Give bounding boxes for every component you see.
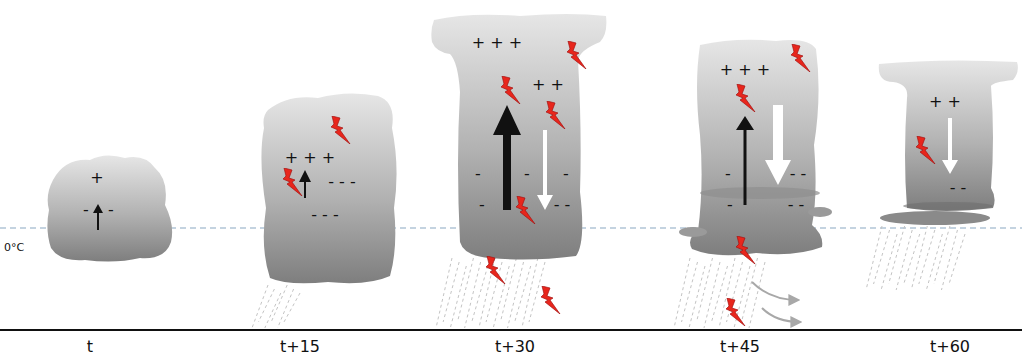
negative-charge: - <box>524 164 530 183</box>
cloud-shape <box>690 40 822 256</box>
lightning-bolt <box>726 298 745 326</box>
rain-streak <box>889 226 905 284</box>
storm-cloud: + + + + + - - - - - - <box>430 12 610 260</box>
lightning-bolt <box>916 136 935 164</box>
lightning-bolt <box>331 116 350 144</box>
rain-streak <box>472 266 488 322</box>
time-label: t+30 <box>495 337 535 356</box>
lightning-bolt <box>791 44 810 72</box>
time-axis-line <box>0 329 1022 331</box>
updraft-arrow <box>493 105 521 210</box>
positive-charge: + + + <box>472 33 522 52</box>
negative-charge: - <box>108 200 114 219</box>
lightning-bolt <box>736 84 755 112</box>
storm-cloud: + + + - - - - - - <box>258 88 400 288</box>
negative-charge: - <box>725 164 731 183</box>
rain-streak <box>457 258 473 322</box>
cloud-shape <box>47 155 172 261</box>
updraft-arrow <box>93 204 103 230</box>
negative-charge: - - <box>950 178 967 197</box>
rain-streak <box>742 258 758 322</box>
cloud-fragment <box>679 227 707 237</box>
rain-streak <box>697 258 713 322</box>
time-label: t+60 <box>930 337 970 356</box>
storm-cloud: +-- <box>45 150 177 265</box>
rain-streak <box>719 258 735 328</box>
cloud-shape <box>879 60 1018 211</box>
rain-streak <box>749 262 765 328</box>
downdraft-arrow <box>942 118 958 174</box>
cloud-fragment <box>700 187 820 199</box>
positive-charge: + + <box>929 92 961 111</box>
cloud-fragment <box>880 211 990 225</box>
rain-streak <box>866 226 882 290</box>
cloud-fragment <box>903 202 993 210</box>
rain-streak <box>271 285 287 322</box>
storm-cloud: + + +-- --- - <box>686 35 826 260</box>
rain-streak <box>674 258 690 328</box>
lightning-bolt <box>541 286 560 314</box>
negative-charge: - - <box>790 164 807 183</box>
rain-streak <box>515 266 531 322</box>
negative-charge: - <box>563 164 569 183</box>
rain-streak <box>522 258 538 328</box>
cloud-fragment <box>808 207 832 217</box>
rain-streak <box>258 289 274 322</box>
lightning-bolt <box>567 41 586 69</box>
outflow-arrow <box>752 282 798 300</box>
rain-streak <box>500 258 516 322</box>
negative-charge: - <box>475 164 481 183</box>
rain-streak <box>949 234 965 284</box>
rain-streak <box>436 258 452 328</box>
lightning-bolt <box>516 196 535 224</box>
downdraft-arrow <box>537 130 553 210</box>
rain-streak <box>919 230 935 284</box>
updraft-arrow <box>736 116 754 205</box>
lightning-bolt <box>736 236 755 264</box>
rain-streak <box>443 262 459 322</box>
cloud-shape <box>261 93 396 283</box>
negative-charge: - - - <box>328 172 356 191</box>
rain-streak <box>278 289 294 328</box>
lightning-bolt <box>546 101 565 129</box>
downdraft-arrow <box>765 105 791 185</box>
lightning-bolt <box>283 168 302 196</box>
lightning-bolt <box>501 76 520 104</box>
time-label: t <box>87 337 93 356</box>
rain-streak <box>265 293 281 328</box>
positive-charge: + + + <box>720 60 770 79</box>
rain-streak <box>529 262 545 322</box>
rain-streak <box>704 262 720 328</box>
negative-charge: - <box>479 195 485 214</box>
rain-streak <box>911 226 927 290</box>
lightning-bolt <box>486 256 505 284</box>
temperature-label: 0°C <box>4 241 24 254</box>
rain-streak <box>284 293 300 322</box>
positive-charge: + + + <box>285 148 335 167</box>
positive-charge: + + <box>532 75 564 94</box>
time-label: t+15 <box>280 337 320 356</box>
negative-charge: - <box>83 200 89 219</box>
cloud-shape <box>431 14 606 260</box>
outflow-arrow <box>762 308 800 322</box>
negative-charge: - - - <box>311 205 339 224</box>
positive-charge: + <box>90 168 103 187</box>
negative-charge: - - <box>554 195 571 214</box>
rain-streak <box>874 230 890 284</box>
rain-streak <box>904 234 920 284</box>
rain-streak <box>934 226 950 284</box>
rain-streak <box>712 266 728 322</box>
rain-streak <box>682 262 698 322</box>
time-label: t+45 <box>720 337 760 356</box>
